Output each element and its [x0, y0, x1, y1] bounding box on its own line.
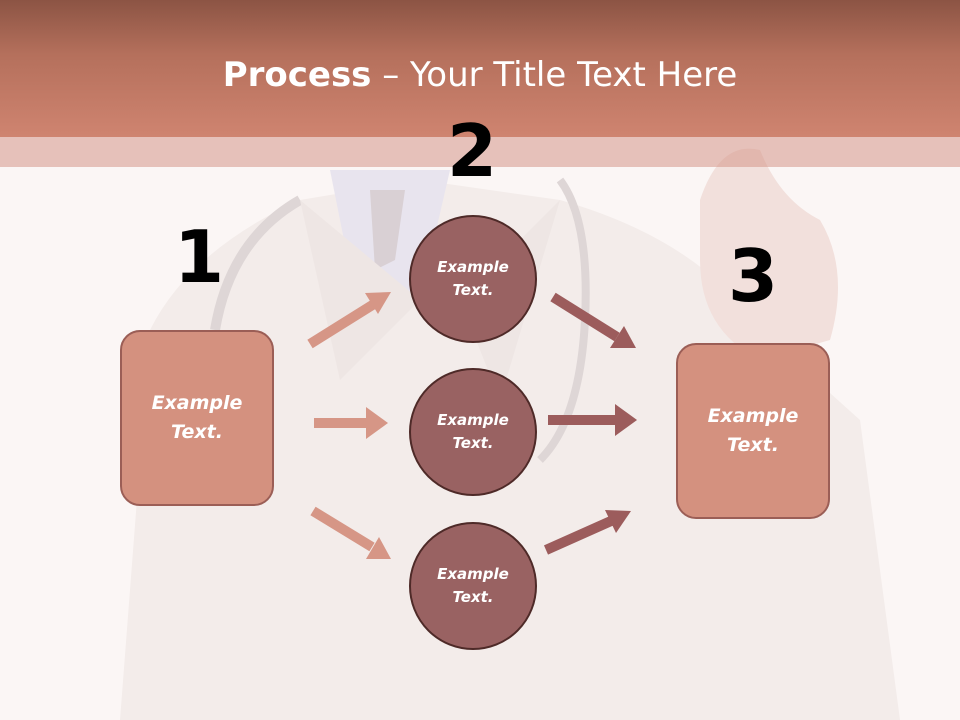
arrow-1-to-middle: [314, 407, 388, 439]
step-2-bottom-text: Example Text.: [437, 565, 509, 606]
step-1-text: Example Text.: [151, 392, 243, 443]
title-bold: Process: [222, 55, 372, 95]
step-3-box: Example Text.: [676, 343, 830, 519]
step-3-number: 3: [727, 234, 779, 318]
step-1-number: 1: [173, 215, 225, 299]
arrow-bottom-to-3: [543, 510, 631, 555]
step-2-circle-middle: Example Text.: [409, 368, 537, 496]
arrow-top-to-3: [550, 292, 636, 348]
slide-title: Process – Your Title Text Here: [0, 50, 960, 100]
step-1-box: Example Text.: [120, 330, 274, 506]
title-rest: – Your Title Text Here: [371, 55, 738, 95]
step-2-circle-top: Example Text.: [409, 215, 537, 343]
title-band: [0, 137, 960, 167]
arrow-1-to-top: [307, 292, 391, 349]
step-2-number: 2: [446, 109, 498, 193]
step-2-circle-bottom: Example Text.: [409, 522, 537, 650]
arrow-1-to-bottom: [310, 506, 391, 559]
step-2-middle-text: Example Text.: [437, 411, 509, 452]
step-3-text: Example Text.: [707, 405, 799, 456]
arrow-middle-to-3: [548, 404, 637, 436]
title-bar: [0, 0, 960, 137]
step-2-top-text: Example Text.: [437, 258, 509, 299]
